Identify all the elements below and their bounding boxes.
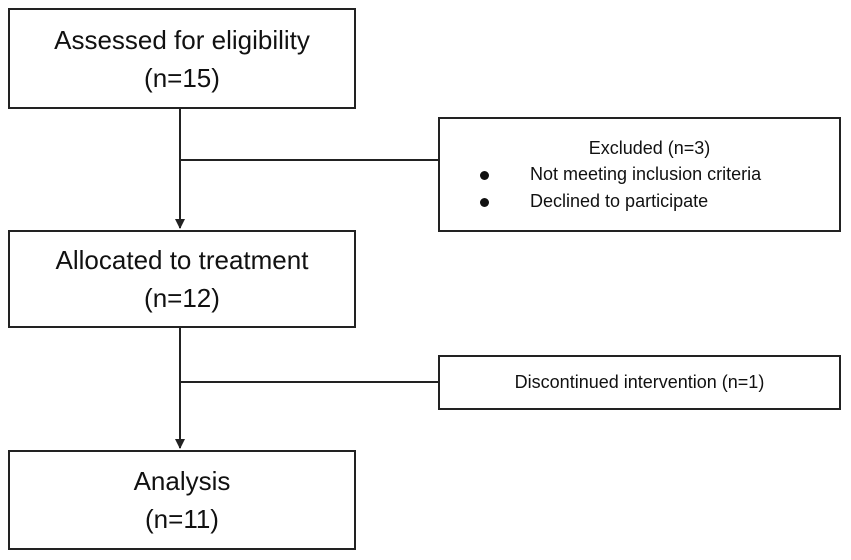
excluded-box: Excluded (n=3) Not meeting inclusion cri…	[438, 117, 841, 232]
bullet-icon	[480, 171, 489, 180]
excluded-reason-label: Declined to participate	[530, 191, 709, 211]
allocated-title: Allocated to treatment	[55, 245, 309, 275]
analysis-box: Analysis (n=11)	[8, 450, 356, 550]
discontinued-label: Discontinued intervention (n=1)	[514, 372, 765, 392]
excluded-reasons-list: Not meeting inclusion criteria Declined …	[440, 161, 839, 215]
assessed-box: Assessed for eligibility (n=15)	[8, 8, 356, 109]
analysis-count: (n=11)	[145, 504, 219, 534]
assessed-count: (n=15)	[144, 62, 220, 93]
excluded-title: Excluded (n=3)	[588, 138, 711, 158]
analysis-title: Analysis	[133, 466, 231, 496]
excluded-reason-label: Not meeting inclusion criteria	[530, 164, 762, 184]
bullet-icon	[480, 198, 489, 207]
excluded-reason-item: Not meeting inclusion criteria	[440, 161, 839, 188]
allocated-count: (n=12)	[144, 283, 220, 313]
assessed-title: Assessed for eligibility	[54, 24, 310, 55]
excluded-reason-item: Declined to participate	[440, 188, 839, 215]
discontinued-box: Discontinued intervention (n=1)	[438, 355, 841, 410]
allocated-box: Allocated to treatment (n=12)	[8, 230, 356, 328]
